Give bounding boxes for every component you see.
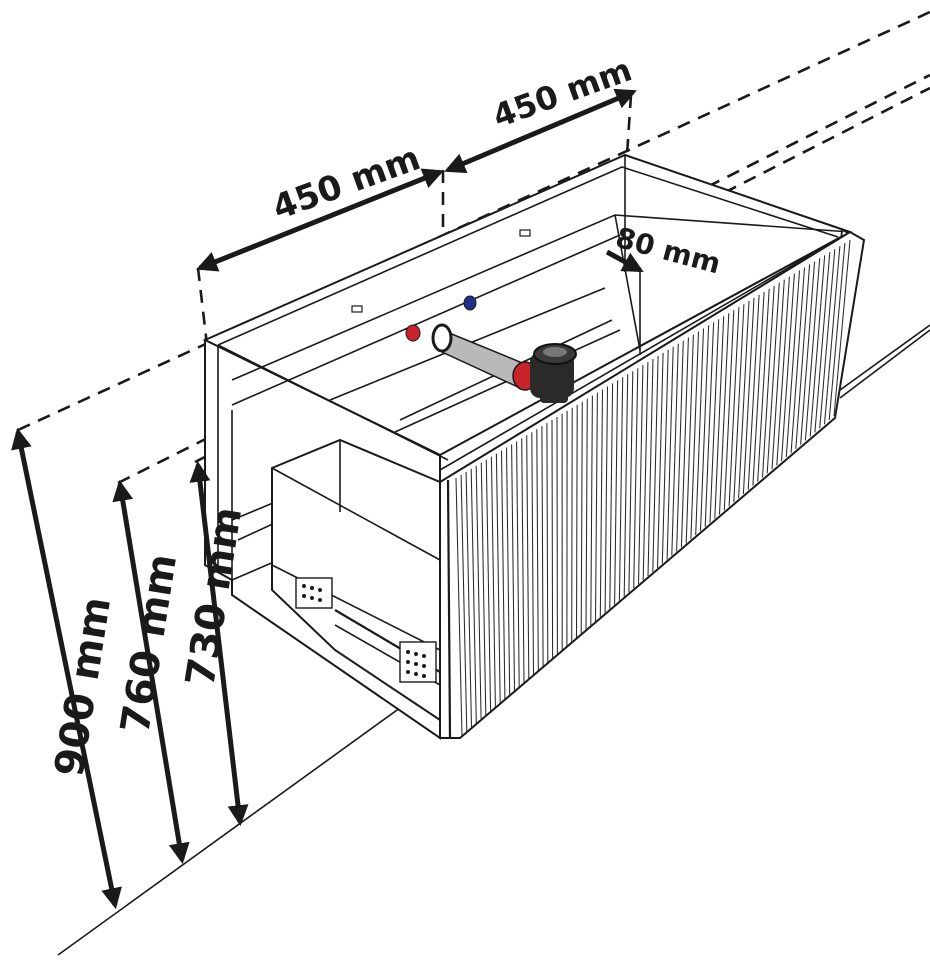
- flute-line: [614, 380, 619, 605]
- flute-line: [490, 456, 496, 708]
- drawer-runner-icon: [399, 641, 437, 683]
- flute-line: [676, 340, 684, 552]
- flute-line: [771, 279, 785, 470]
- height-900-arrow: [11, 427, 122, 910]
- flute-line: [714, 316, 725, 519]
- flute-line: [666, 346, 674, 560]
- width-ext-right: [625, 94, 633, 156]
- flute-line: [776, 276, 790, 466]
- height-760-extension: [117, 73, 930, 485]
- flute-line: [571, 407, 573, 642]
- flute-line: [695, 328, 705, 536]
- flute-line: [723, 310, 735, 511]
- flute-line: [551, 419, 554, 659]
- flute-line: [757, 288, 770, 482]
- flute-line: [511, 444, 516, 691]
- flute-line: [455, 477, 463, 737]
- flute-line: [628, 371, 634, 593]
- flute-line: [475, 465, 482, 720]
- flute-line: [800, 261, 816, 445]
- flute-line: [671, 343, 679, 556]
- flute-line: [814, 252, 831, 433]
- flute-line: [790, 267, 806, 453]
- flute-line: [704, 322, 715, 527]
- flute-line: [647, 358, 654, 577]
- flute-line: [780, 273, 795, 462]
- flute-line: [500, 450, 506, 700]
- wall-line: [839, 329, 930, 399]
- flute-line: [585, 398, 588, 630]
- flute-line: [580, 401, 583, 634]
- flute-line: [633, 368, 639, 589]
- flute-line: [742, 297, 755, 494]
- flute-line: [531, 432, 535, 675]
- width-right-arrow: [444, 88, 637, 174]
- flute-line: [718, 313, 730, 515]
- flute-line: [785, 270, 801, 458]
- flute-line: [642, 362, 649, 581]
- plumbing: [351, 229, 577, 403]
- flute-line: [819, 249, 836, 429]
- height-760-arrow: [112, 479, 190, 865]
- height-760-label: 760 mm: [112, 551, 186, 737]
- flute-line: [495, 453, 501, 704]
- flute-line: [733, 304, 745, 503]
- width-left-label: 450 mm: [267, 138, 425, 228]
- flute-line: [465, 471, 473, 728]
- depth-arrow: [605, 249, 644, 273]
- flute-line: [652, 355, 659, 572]
- flute-line: [590, 395, 593, 626]
- flute-line: [521, 438, 525, 683]
- flute-line: [526, 435, 530, 679]
- fluted-front: [439, 230, 866, 739]
- flute-line: [795, 264, 811, 449]
- flute-line: [747, 294, 760, 490]
- flute-line: [609, 383, 614, 609]
- flute-line: [738, 300, 750, 499]
- flute-line: [480, 462, 487, 716]
- red-circle-icon: [405, 324, 421, 342]
- flute-line: [575, 404, 578, 638]
- flute-line: [637, 365, 644, 585]
- flute-line: [599, 389, 604, 618]
- height-730-arrow: [189, 460, 249, 827]
- flute-line: [604, 386, 609, 613]
- flute-line: [809, 255, 826, 437]
- flute-line: [728, 307, 740, 507]
- flute-line: [709, 319, 720, 523]
- blue-circle-icon: [463, 295, 477, 311]
- flute-line: [505, 447, 511, 696]
- flute-line: [460, 474, 468, 732]
- siphon-icon: [512, 343, 577, 403]
- height-900-extension: [17, 10, 930, 432]
- drawer-runner-icon: [295, 577, 333, 609]
- width-left-arrow: [196, 168, 444, 272]
- flute-line: [761, 285, 775, 478]
- drawer-box: [271, 438, 441, 722]
- flute-line: [828, 243, 846, 421]
- flute-line: [618, 377, 624, 601]
- flute-line: [685, 334, 694, 544]
- flute-line: [541, 426, 544, 667]
- flute-line: [690, 331, 700, 540]
- flute-line: [656, 352, 664, 568]
- flute-line: [804, 258, 821, 441]
- flute-line: [680, 337, 689, 548]
- flute-line: [623, 374, 629, 597]
- flute-line: [485, 459, 492, 712]
- flute-line: [661, 349, 669, 564]
- flute-line: [766, 282, 780, 474]
- flute-line: [470, 468, 477, 724]
- flute-line: [752, 291, 765, 486]
- flute-line: [699, 325, 710, 531]
- flute-line: [833, 239, 851, 417]
- flute-line: [594, 392, 598, 622]
- width-ext-left: [196, 267, 209, 346]
- flute-line: [516, 441, 520, 687]
- flute-line: [536, 429, 539, 671]
- flute-line: [823, 246, 841, 425]
- flute-line: [546, 423, 549, 663]
